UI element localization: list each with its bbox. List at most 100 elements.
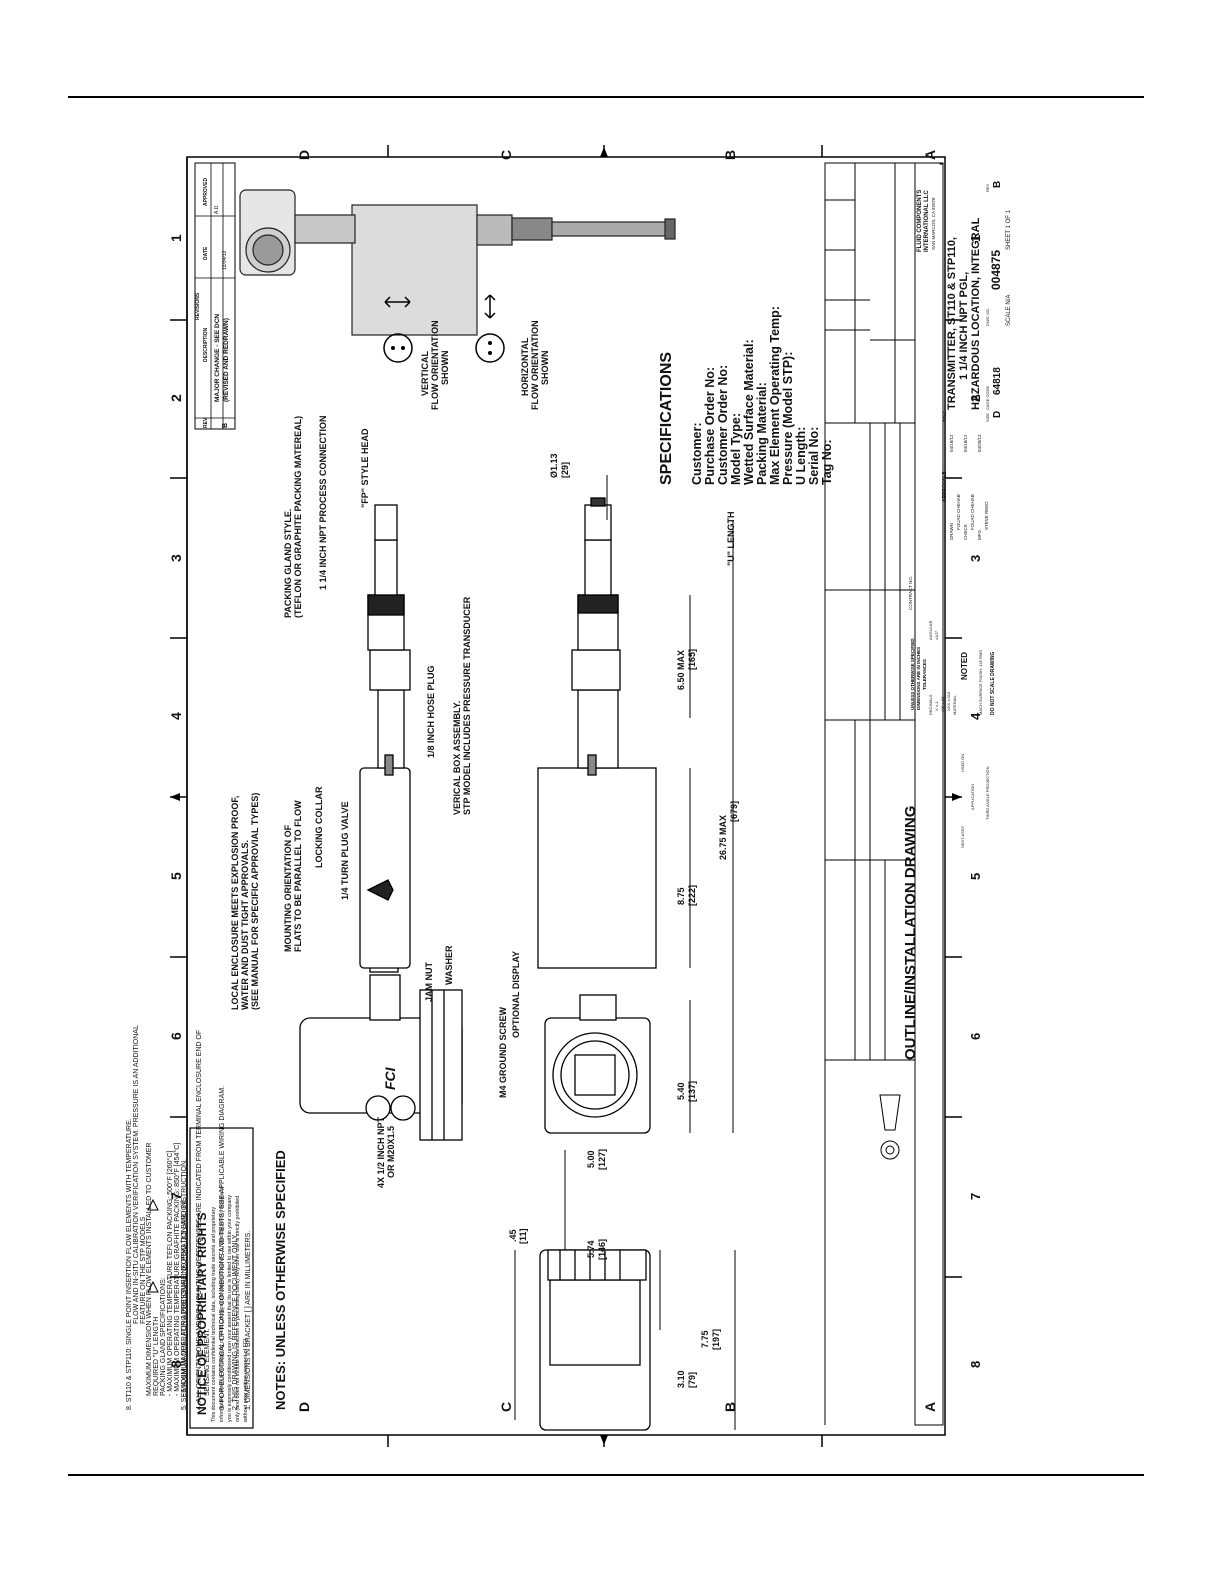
dim-dia-mm: [29] (560, 461, 570, 478)
top-rule (68, 96, 1144, 98)
tb-drawn-date: 04/18/12 (949, 434, 954, 452)
spec-field: U Length: (794, 426, 808, 485)
tb-xx: .XX ±.03 (940, 696, 945, 712)
tb-mfg-date: 04/20/12 (977, 434, 982, 452)
zone-row-c-top: C (498, 149, 514, 160)
spec-field: Pressure (Model STP): (781, 351, 795, 485)
zone-col-5-right: 5 (968, 872, 983, 880)
dim-875-mm: [222] (687, 884, 697, 906)
dim-875: 8.75 (676, 887, 686, 905)
tb-check: CHECK (963, 524, 968, 540)
dim-045: .45 (508, 1229, 518, 1242)
callout-ground: M4 GROUND SCREW (498, 1006, 508, 1098)
company-name-1: FLUID COMPONENTS (917, 189, 923, 252)
tb-title-2: 1 1/4 INCH NPT PGL, (958, 271, 970, 380)
dim-650: 6.50 MAX (676, 649, 686, 690)
tb-tolerances: TOLERANCES (922, 659, 927, 690)
callout-horz-3: SHOWN (540, 350, 550, 386)
rev-date: 12/04/12 (222, 250, 228, 270)
dim-2675: 26.75 MAX (718, 814, 728, 860)
dim-045-mm: [11] (518, 1228, 528, 1244)
zone-col-6-right: 6 (968, 1032, 983, 1040)
tb-x: .X ±.1 (934, 701, 939, 712)
tb-dwg-number: 004875 (989, 249, 1003, 290)
zone-row-a-top: A (922, 149, 938, 160)
dim-540: 5.40 (676, 1082, 686, 1100)
note-6d: - MAXIMUM OPERATING PRESSURE: 50 PSIG [3… (181, 1200, 188, 1396)
note-8a: 8. ST110 & STP110: SINGLE POINT INSERTIO… (126, 1118, 133, 1410)
callout-box-1: VERICAL BOX ASSEMBLY. (452, 700, 462, 815)
spec-field: Wetted Surface Material: (742, 339, 756, 485)
tb-title-1: TRANSMITTER, ST110 & STP110, (946, 237, 958, 410)
callout-conduit-2: OR M20X1.5 (386, 1125, 396, 1178)
callout-vert-3: SHOWN (440, 350, 450, 386)
callout-orient-1: MOUNTING ORIENTATION OF (283, 824, 293, 952)
dim-500-mm: [127] (597, 1148, 607, 1170)
tb-angular: ANGULAR (928, 620, 933, 640)
top-view (299, 504, 463, 1141)
tb-decimals: DECIMALS (928, 694, 933, 715)
dim-775: 7.75 (700, 1330, 710, 1348)
zone-row-b: B (722, 1401, 738, 1412)
tb-unless-1: UNLESS OTHERWISE SPECIFIED (910, 638, 915, 710)
tb-title-label: TITLE (942, 411, 947, 422)
tb-noscale: DO NOT SCALE DRAWING (990, 651, 996, 715)
callout-jam: JAM NUT (424, 962, 434, 1002)
tb-check-by: FOUAD CHEHAB (970, 494, 975, 530)
rev-desc-2: (REVISED AND REDRAWN) (223, 318, 230, 402)
dim-2675-mm: [679] (729, 800, 739, 822)
tb-application: APPLICATION (970, 783, 975, 810)
zone-col-5: 5 (168, 872, 184, 880)
notes-heading: NOTES: UNLESS OTHERWISE SPECIFIED (273, 1150, 288, 1410)
callout-enclosure-1: LOCAL ENCLOSURE MEETS EXPLOSION PROOF, (230, 795, 240, 1010)
tb-drawn: DRAWN (949, 523, 954, 540)
company-name-2: INTERNATIONAL LLC (924, 190, 930, 252)
dim-574: 5.74 (586, 1240, 596, 1258)
note-3: 3. FOR ELECTRICAL OPTIONS, CONNECTIONS A… (219, 1085, 226, 1410)
bottom-rule (68, 1474, 1144, 1476)
callout-vert-2: FLOW ORIENTATION (430, 320, 440, 410)
tb-cage: 64818 (992, 367, 1003, 395)
zone-col-8-right: 8 (968, 1360, 983, 1368)
zone-col-6: 6 (168, 1032, 184, 1040)
dim-775-mm: [197] (711, 1328, 721, 1350)
note-4b: SENSING ELEMENT. (204, 1328, 211, 1396)
tb-check-date: 04/18/12 (963, 434, 968, 452)
dim-574-mm: [146] (597, 1238, 607, 1260)
tb-cage-label: CAGE CODE (985, 385, 990, 410)
zone-row-c: C (498, 1401, 514, 1412)
spec-field: Tag No: (820, 439, 834, 485)
rev-desc-1: MAJOR CHANGE - SEE DCN (214, 313, 221, 402)
tb-used-on: USED ON (960, 753, 965, 772)
note-8b: FLOW AND IN-SITU CALIBRATION VERIFICATIO… (133, 1025, 140, 1324)
note-1: 1. DIMENSIONS IN BRACKET [ ] ARE IN MILL… (245, 1230, 252, 1410)
callout-display: OPTIONAL DISPLAY (511, 950, 521, 1038)
callout-box-2: STP MODEL INCLUDES PRESSURE TRANSDUCER (462, 596, 472, 815)
callout-collar: LOCKING COLLAR (314, 786, 324, 869)
tb-title-3: HAZARDOUS LOCATION, INTEGRAL (970, 217, 982, 410)
side-view (537, 497, 657, 1134)
zone-row-b-top: B (722, 149, 738, 160)
tb-mfg: MFG (977, 530, 982, 540)
rev-col-rev: REV (203, 417, 209, 428)
callout-hose: 1/8 INCH HOSE PLUG (426, 665, 436, 758)
spec-field: Serial No: (807, 426, 821, 485)
note-7a: MAXIMUM DIMENSION WHEN FLOW ELEMENTS INS… (146, 1142, 153, 1396)
spec-field: Packing Material: (755, 382, 769, 485)
spec-field: Purchase Order No: (703, 366, 717, 485)
dim-500: 5.00 (586, 1150, 596, 1168)
tb-finish: MACH SURFACE FINISH: 125 RMS (978, 650, 983, 715)
spec-field: Customer: (690, 422, 704, 485)
callout-gland-2: (TEFLON OR GRAPHITE PACKING MATEREAL) (293, 415, 303, 618)
revisions-heading: REVISIONS (195, 292, 201, 320)
callout-horz-1: HORIZONTAL (520, 337, 530, 396)
note-6a: PACKING GLAND SPECIFICATIONS: (160, 1277, 167, 1396)
callout-conduit-1: 4X 1/2 INCH NPT (376, 1116, 386, 1188)
brand-label: FCI (382, 1067, 398, 1090)
tb-size-label: SIZE (985, 413, 990, 422)
tb-unless-2: DIMENSIONS ARE IN INCHES (916, 646, 921, 710)
proprietary-line: This document contains confidential tech… (211, 1206, 217, 1422)
spec-field: Max Element Operating Temp: (768, 306, 782, 485)
drawing-title: OUTLINE/INSTALLATION DRAWING (902, 805, 919, 1060)
